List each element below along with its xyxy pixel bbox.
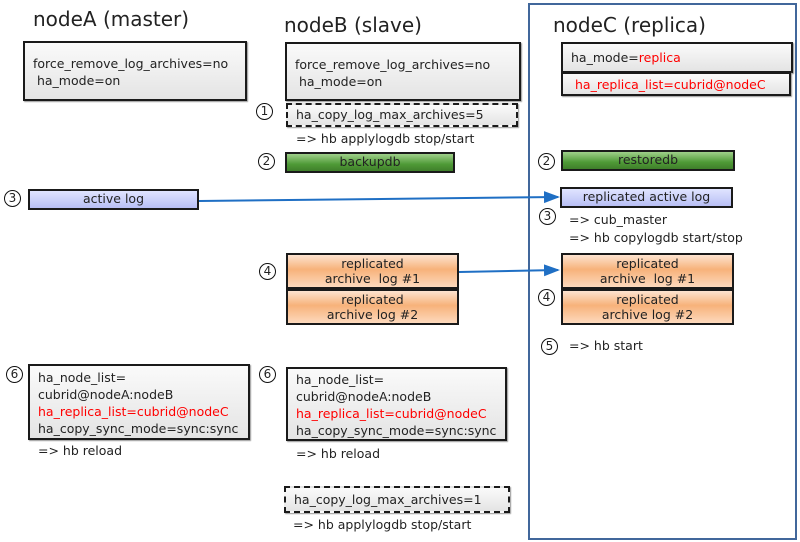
- nodeB-title: nodeB (slave): [284, 13, 422, 37]
- archive-label: archive log #2: [601, 307, 694, 322]
- step-5-marker: 5: [541, 338, 558, 355]
- nodeC-replica-list-box: ha_replica_list=cubrid@nodeC: [561, 72, 791, 96]
- step-2-marker: 2: [538, 153, 555, 170]
- step-6-marker: 6: [259, 366, 276, 383]
- replicated-active-log-bar: replicated active log: [560, 187, 733, 208]
- nodeA-title: nodeA (master): [33, 7, 190, 31]
- applylogdb-command: => hb applylogdb stop/start: [293, 517, 472, 532]
- archive-label: archive log #1: [324, 271, 421, 286]
- hb-start-command: => hb start: [569, 338, 643, 353]
- active-log-bar: active log: [28, 189, 199, 210]
- archive-label: replicated: [616, 292, 679, 307]
- nodeC-archive-log-2: replicated archive log #2: [561, 289, 734, 325]
- hb-reload-command: => hb reload: [296, 446, 381, 461]
- archive-label: replicated: [341, 292, 404, 307]
- archive-label: replicated: [616, 256, 679, 271]
- step-4-marker: 4: [259, 263, 276, 280]
- nodeB-max-archives-1-box: ha_copy_log_max_archives=1: [284, 486, 510, 513]
- nodeA-node-list-box: ha_node_list= cubrid@nodeA:nodeB ha_repl…: [28, 364, 250, 440]
- archive-log-arrow: [458, 264, 560, 277]
- nodeC-archive-log-1: replicated archive log #1: [561, 253, 734, 289]
- step-4-marker: 4: [538, 289, 555, 306]
- archive-label: replicated: [341, 256, 404, 271]
- nodeC-ha-mode-box: ha_mode=replica: [561, 42, 793, 73]
- backupdb-bar: backupdb: [285, 152, 455, 173]
- step-3-marker: 3: [4, 190, 21, 207]
- nodeB-archive-log-1: replicated archive log #1: [286, 253, 459, 289]
- config-line: ha_copy_sync_mode=sync:sync: [38, 421, 239, 436]
- config-line: ha_copy_sync_mode=sync:sync: [296, 423, 497, 438]
- config-line: ha_mode=on: [33, 73, 121, 88]
- hb-reload-command: => hb reload: [38, 443, 123, 458]
- config-line: ha_node_list=: [296, 372, 385, 387]
- config-line: ha_mode=on: [295, 74, 383, 89]
- nodeB-max-archives-5-box: ha_copy_log_max_archives=5: [286, 103, 518, 127]
- cub-master-command: => cub_master: [569, 212, 667, 227]
- replica-list-line: ha_replica_list=cubrid@nodeC: [38, 404, 229, 419]
- active-log-arrow: [198, 191, 560, 204]
- nodeB-node-list-box: ha_node_list= cubrid@nodeA:nodeB ha_repl…: [286, 367, 507, 441]
- nodeA-config-box: force_remove_log_archives=no ha_mode=on: [23, 41, 247, 101]
- config-line: cubrid@nodeA:nodeB: [296, 389, 432, 404]
- applylogdb-command: => hb applylogdb stop/start: [296, 131, 475, 146]
- archive-label: archive log #1: [599, 271, 696, 286]
- step-3-marker: 3: [539, 208, 556, 225]
- step-6-marker: 6: [6, 366, 23, 383]
- restoredb-bar: restoredb: [561, 150, 735, 171]
- nodeB-archive-log-2: replicated archive log #2: [286, 289, 459, 325]
- replica-list-line: ha_replica_list=cubrid@nodeC: [296, 406, 487, 421]
- ha-mode-value: replica: [638, 50, 681, 65]
- step-2-marker: 2: [258, 153, 275, 170]
- ha-mode-key: ha_mode=: [571, 50, 639, 65]
- config-line: cubrid@nodeA:nodeB: [38, 387, 174, 402]
- copylogdb-command: => hb copylogdb start/stop: [569, 230, 743, 245]
- archive-label: archive log #2: [326, 307, 419, 322]
- config-line: force_remove_log_archives=no: [295, 57, 491, 72]
- config-line: ha_node_list=: [38, 370, 127, 385]
- step-1-marker: 1: [256, 103, 273, 120]
- nodeC-title: nodeC (replica): [553, 13, 706, 37]
- config-line: force_remove_log_archives=no: [33, 56, 229, 71]
- nodeB-config-box: force_remove_log_archives=no ha_mode=on: [285, 42, 521, 101]
